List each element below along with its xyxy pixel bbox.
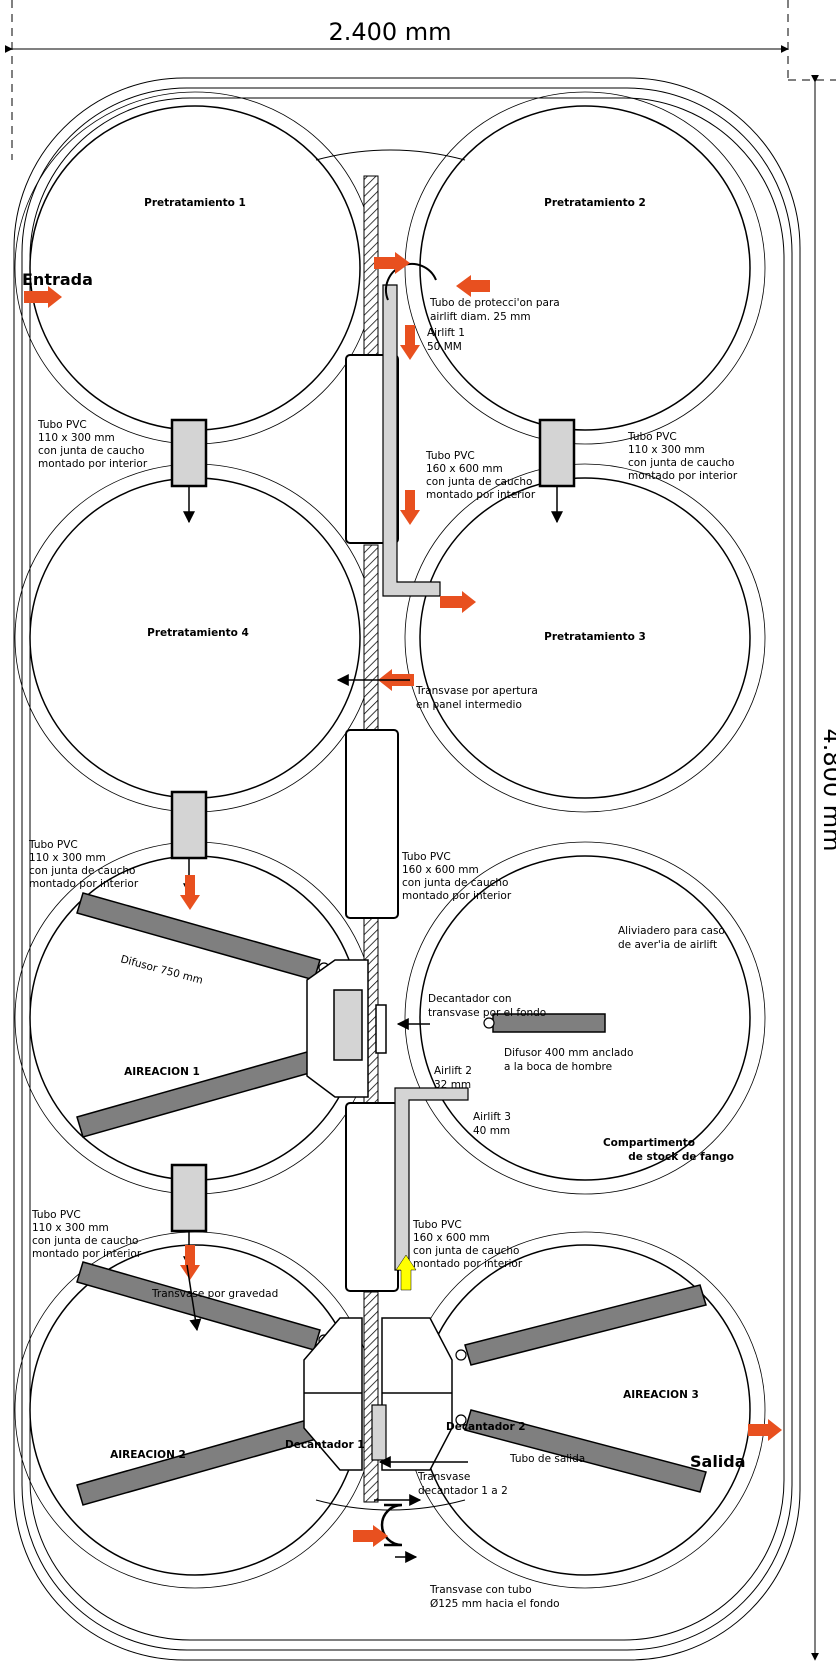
width-dimension (4, 0, 836, 160)
flow-arrows (24, 252, 782, 1547)
label-transvase-apertura-2: en panel intermedio (416, 699, 522, 711)
label-transvase-tubo-1: Transvase con tubo (429, 1584, 532, 1596)
label-pvc-small-3-a: Tubo PVC (28, 839, 78, 851)
transfer-arrows (186, 674, 468, 1563)
label-pvc-small-4-c: con junta de caucho (32, 1235, 138, 1247)
label-tube-protection-1: Tubo de protecci'on para (429, 297, 560, 309)
label-pvc-small-3-c: con junta de caucho (29, 865, 135, 877)
diffusers (76, 892, 707, 1506)
label-pvc-small-1-b: 110 x 300 mm (38, 432, 115, 444)
label-airlift1-1: Airlift 1 (427, 327, 465, 339)
label-air2: AIREACION 2 (110, 1449, 186, 1461)
label-pvc-small-3-b: 110 x 300 mm (29, 852, 106, 864)
label-tube-protection-2: airlift diam. 25 mm (430, 311, 531, 323)
label-pvc-small-4-a: Tubo PVC (31, 1209, 81, 1221)
label-pvc-large-2-b: 160 x 600 mm (402, 864, 479, 876)
decanter-2 (381, 1317, 453, 1471)
label-airlift2-2: 32 mm (434, 1079, 471, 1091)
label-pvc-small-1-d: montado por interior (38, 458, 148, 470)
label-pvc-large-3-a: Tubo PVC (412, 1219, 462, 1231)
chamber-pre1 (29, 105, 361, 431)
label-airlift3-1: Airlift 3 (473, 1111, 511, 1123)
label-transvase-decantador-1: Transvase (417, 1471, 470, 1483)
small-pvc-tubes (170, 418, 576, 1233)
label-airlift1-2: 50 MM (427, 341, 462, 353)
label-aliviadero-1: Aliviadero para caso (618, 925, 725, 937)
label-decantador1: Decantador 1 (285, 1439, 365, 1451)
label-pvc-small-2-a: Tubo PVC (627, 431, 677, 443)
label-decantador-fondo-1: Decantador con (428, 993, 512, 1005)
label-pvc-large-3-c: con junta de caucho (413, 1245, 519, 1257)
label-air3: AIREACION 3 (623, 1389, 699, 1401)
height-dimension-label: 4.800 mm (818, 728, 836, 851)
label-pre4: Pretratamiento 4 (147, 627, 249, 639)
chamber-pre3 (419, 477, 751, 799)
label-sludge-2: de stock de fango (628, 1151, 734, 1163)
label-pvc-small-4-b: 110 x 300 mm (32, 1222, 109, 1234)
label-decantador-fondo-2: transvase por el fondo (428, 1007, 546, 1019)
label-pvc-small-4-d: montado por interior (32, 1248, 142, 1260)
label-pvc-large-1-b: 160 x 600 mm (426, 463, 503, 475)
label-sludge-1: Compartimento (603, 1137, 695, 1149)
label-difusor400-2: a la boca de hombre (504, 1061, 612, 1073)
output-loop (380, 1503, 403, 1547)
transfer-pipe-decanters (371, 1404, 387, 1461)
airlift-output-arrow (395, 1254, 417, 1291)
label-pre1: Pretratamiento 1 (144, 197, 246, 209)
label-pvc-small-2-c: con junta de caucho (628, 457, 734, 469)
label-difusor400-1: Difusor 400 mm anclado (504, 1047, 633, 1059)
label-pre2: Pretratamiento 2 (544, 197, 646, 209)
label-decantador2: Decantador 2 (446, 1421, 526, 1433)
label-pvc-large-1-a: Tubo PVC (425, 450, 475, 462)
decanter-aireacion1 (306, 959, 387, 1098)
label-pvc-large-2-d: montado por interior (402, 890, 512, 902)
label-pvc-small-3-d: montado por interior (29, 878, 139, 890)
label-transvase-apertura-1: Transvase por apertura (415, 685, 538, 697)
label-pvc-large-3-b: 160 x 600 mm (413, 1232, 490, 1244)
label-pvc-small-2-b: 110 x 300 mm (628, 444, 705, 456)
label-pre3: Pretratamiento 3 (544, 631, 646, 643)
label-pvc-large-2-a: Tubo PVC (401, 851, 451, 863)
label-pvc-small-1-c: con junta de caucho (38, 445, 144, 457)
label-transvase-gravedad: Transvase por gravedad (151, 1288, 278, 1300)
label-airlift3-2: 40 mm (473, 1125, 510, 1137)
label-pvc-large-1-d: montado por interior (426, 489, 536, 501)
label-pvc-large-1-c: con junta de caucho (426, 476, 532, 488)
label-aliviadero-2: de aver'ia de airlift (618, 939, 717, 951)
label-pvc-small-2-d: montado por interior (628, 470, 738, 482)
label-transvase-decantador-2: decantador 1 a 2 (418, 1485, 508, 1497)
label-salida: Salida (690, 1452, 746, 1471)
label-pvc-large-2-c: con junta de caucho (402, 877, 508, 889)
label-airlift2-1: Airlift 2 (434, 1065, 472, 1077)
label-air1: AIREACION 1 (124, 1066, 200, 1078)
tank-hull (13, 77, 801, 1661)
chamber-pre2 (419, 105, 751, 431)
label-entrada: Entrada (22, 270, 93, 289)
label-pvc-small-1-a: Tubo PVC (37, 419, 87, 431)
labels: Pretratamiento 1 Pretratamiento 2 Pretra… (22, 197, 746, 1610)
label-transvase-tubo-2: Ø125 mm hacia el fondo (430, 1598, 560, 1610)
decanter-1 (303, 1317, 363, 1471)
width-dimension-label: 2.400 mm (328, 18, 451, 46)
label-tubo-salida: Tubo de salida (509, 1453, 585, 1465)
label-pvc-large-3-d: montado por interior (413, 1258, 523, 1270)
